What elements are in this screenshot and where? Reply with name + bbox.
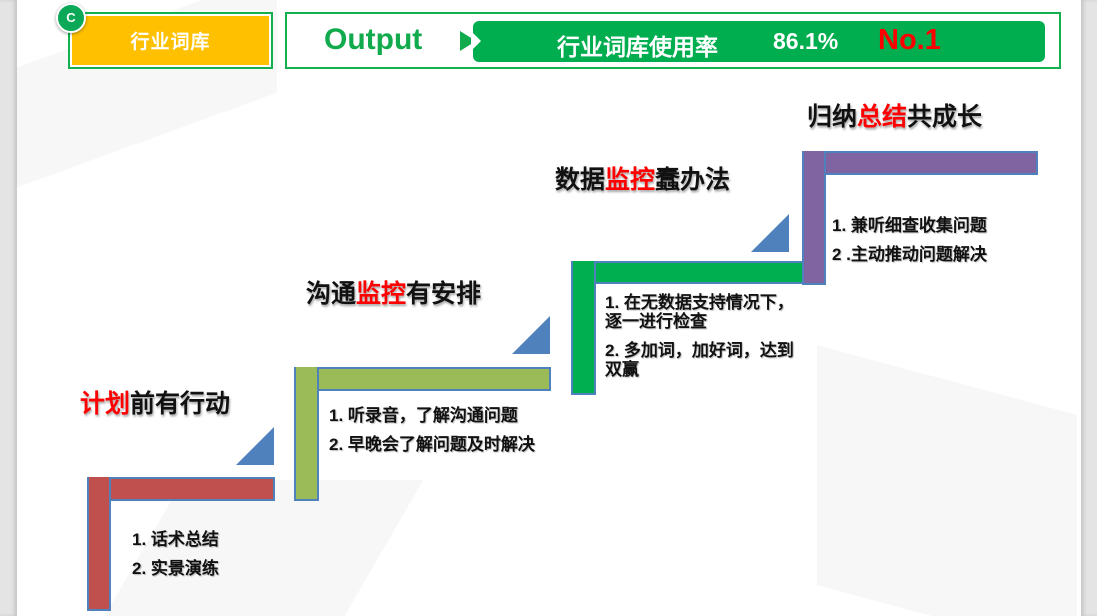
step-3-triangle-icon [751, 214, 789, 252]
step-1-items: 1. 话术总结 2. 实景演练 [132, 530, 272, 588]
slide-canvas [17, 0, 1081, 616]
background-facet [817, 345, 1077, 616]
step-3-bar-horizontal [571, 261, 804, 284]
step-3-item-1: 1. 在无数据支持情况下，逐一进行检查 [605, 293, 794, 331]
step-1-bar-horizontal [87, 477, 275, 501]
output-label: Output [324, 23, 423, 56]
metric-label: 行业词库使用率 [557, 34, 718, 60]
metric-value: 86.1% [773, 28, 839, 54]
step-2-triangle-icon [512, 316, 550, 354]
step-3-title: 数据监控蠢办法 [555, 166, 731, 194]
step-3-item-2: 2. 多加词，加好词，达到双赢 [605, 341, 794, 379]
step-4-title-highlight: 总结 [857, 103, 908, 131]
step-4-bar-horizontal [802, 151, 1038, 175]
step-4-bar-vertical [802, 151, 826, 285]
step-1-bar-vertical [87, 477, 111, 611]
window-frame-right [1081, 0, 1097, 616]
step-2-item-1: 1. 听录音，了解沟通问题 [329, 406, 518, 425]
chevron-notch-icon [471, 31, 481, 51]
section-badge: C [56, 3, 86, 33]
step-3-bar-joint [573, 263, 594, 282]
step-2-bar-joint [296, 369, 317, 389]
metric-banner: 行业词库使用率 86.1% No.1 [471, 21, 1045, 62]
step-4-title: 归纳总结共成长 [807, 103, 983, 131]
step-4-item-2: 2 .主动推动问题解决 [832, 245, 987, 264]
step-1-triangle-icon [236, 427, 274, 465]
step-4-items: 1. 兼听细查收集问题 2 .主动推动问题解决 [832, 216, 1052, 274]
step-1-item-2: 2. 实景演练 [132, 559, 219, 578]
step-2-item-2: 2. 早晚会了解问题及时解决 [329, 435, 535, 454]
step-3-bar-vertical [571, 261, 596, 395]
step-2-bar-horizontal [294, 367, 551, 391]
step-2-title: 沟通监控有安排 [306, 280, 482, 308]
step-4-bar-joint [804, 153, 824, 173]
step-1-title-highlight: 计划 [80, 390, 131, 418]
step-2-title-highlight: 监控 [356, 280, 407, 308]
step-1-item-1: 1. 话术总结 [132, 530, 219, 549]
step-1-title: 计划前有行动 [80, 390, 231, 418]
step-4-item-1: 1. 兼听细查收集问题 [832, 216, 987, 235]
step-3-title-highlight: 监控 [605, 166, 656, 194]
category-box: 行业词库 [68, 12, 273, 69]
step-2-items: 1. 听录音，了解沟通问题 2. 早晚会了解问题及时解决 [329, 406, 549, 464]
window-frame-left [0, 0, 17, 616]
step-3-items: 1. 在无数据支持情况下，逐一进行检查 2. 多加词，加好词，达到双赢 [605, 293, 795, 389]
step-1-bar-joint [89, 479, 109, 499]
category-label: 行业词库 [72, 16, 269, 65]
rank-badge: No.1 [878, 24, 941, 56]
step-2-bar-vertical [294, 367, 319, 501]
